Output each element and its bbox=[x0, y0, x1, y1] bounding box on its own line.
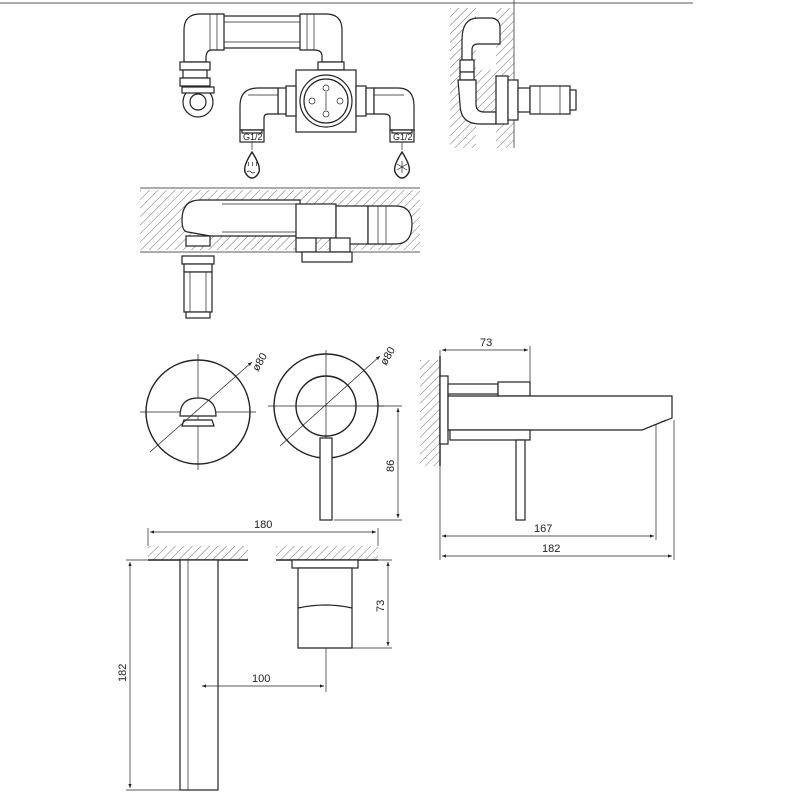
spout-body-depth-dim: 73 bbox=[480, 337, 492, 349]
total-projection-dim: 182 bbox=[542, 543, 560, 555]
top-width-dim: 180 bbox=[254, 519, 272, 531]
plate-dia-left: ø80 bbox=[250, 351, 270, 373]
top-view: G1/2 G1/2 bbox=[179, 13, 415, 179]
cold-thread-label: G1/2 bbox=[393, 132, 413, 142]
hot-thread-label: G1/2 bbox=[243, 132, 263, 142]
bottom-section-view: 180 73 182 100 bbox=[117, 519, 392, 791]
hot-water-icon bbox=[243, 150, 261, 179]
plate-dia-right: ø80 bbox=[378, 345, 398, 367]
lever-plate-view: ø80 86 bbox=[268, 345, 402, 521]
spout-side-view: 73 167 182 bbox=[420, 337, 675, 560]
lever-height-dim: 86 bbox=[385, 460, 397, 472]
spout-to-center-dim: 167 bbox=[534, 523, 552, 535]
side-view-wall bbox=[450, 0, 577, 148]
offset-dim: 100 bbox=[252, 673, 270, 685]
spout-plate-view: ø80 bbox=[140, 351, 270, 470]
body-height-dim: 73 bbox=[375, 600, 387, 612]
section-view bbox=[140, 187, 420, 319]
side-height-dim: 182 bbox=[117, 664, 129, 682]
cold-water-icon bbox=[393, 150, 411, 179]
